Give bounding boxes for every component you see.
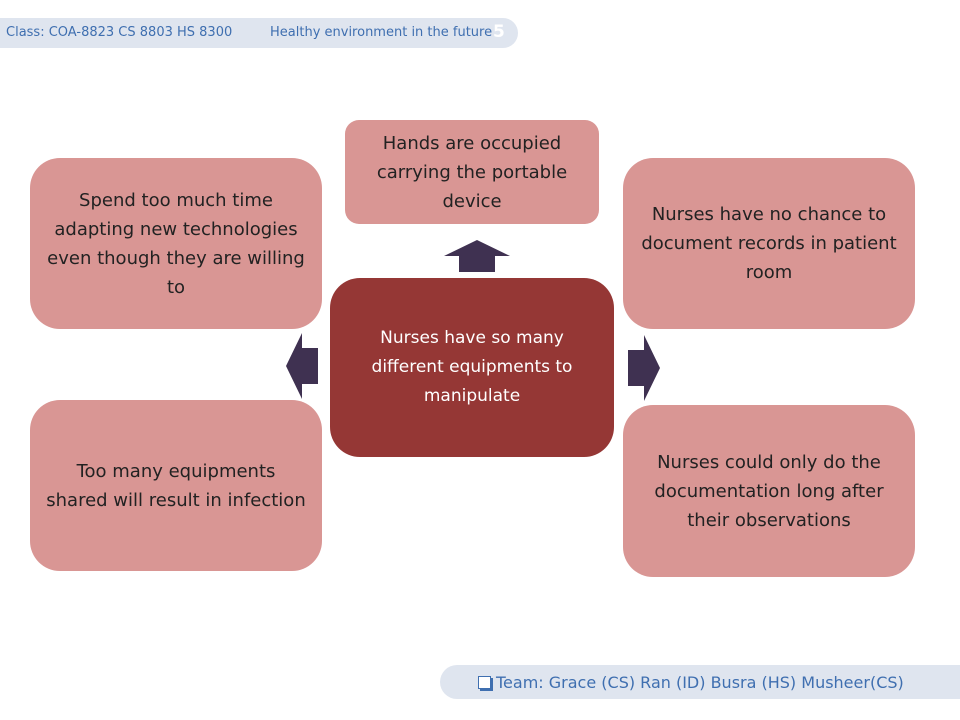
topic-label: Healthy environment in the future	[270, 25, 493, 40]
box-center: Nurses have so many different equipments…	[330, 278, 614, 457]
box-bottom-left: Too many equipments shared will result i…	[30, 400, 322, 571]
arrow-up-icon	[444, 240, 510, 272]
box-bottom-right: Nurses could only do the documentation l…	[623, 405, 915, 577]
footer-bar: Team: Grace (CS) Ran (ID) Busra (HS) Mus…	[440, 665, 960, 699]
class-label: Class: COA-8823 CS 8803 HS 8300	[6, 25, 233, 40]
checkbox-bullet-icon	[478, 676, 491, 689]
page-number: 5	[493, 22, 505, 42]
box-top: Hands are occupied carrying the portable…	[345, 120, 599, 224]
arrow-left-icon	[286, 333, 318, 399]
header-bar: Class: COA-8823 CS 8803 HS 8300 Healthy …	[0, 18, 518, 48]
arrow-right-icon	[628, 335, 660, 401]
box-top-left: Spend too much time adapting new technol…	[30, 158, 322, 329]
team-label: Team: Grace (CS) Ran (ID) Busra (HS) Mus…	[496, 673, 904, 692]
box-top-right: Nurses have no chance to document record…	[623, 158, 915, 329]
